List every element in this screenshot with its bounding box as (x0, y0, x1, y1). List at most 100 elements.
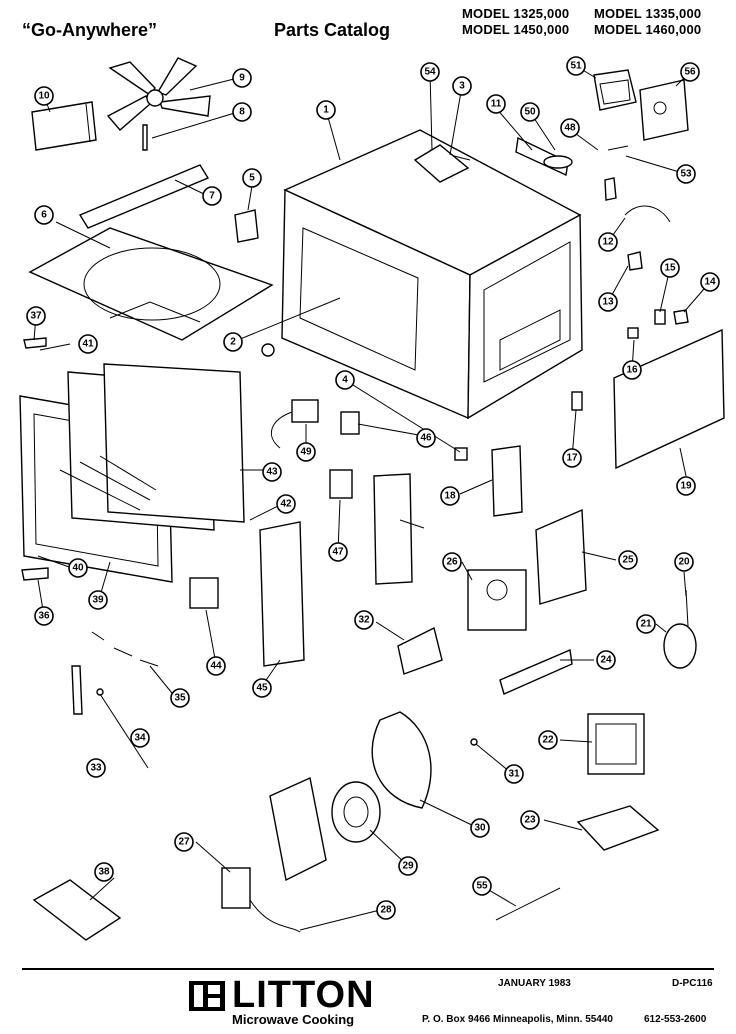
callout-29: 29 (398, 856, 418, 876)
hv-transformer-drawing (587, 713, 645, 775)
hinge-pin-drawing (21, 567, 49, 581)
interlock-switch-drawing (491, 445, 523, 517)
latch-parts-drawing (91, 631, 159, 667)
svg-text:4: 4 (342, 375, 348, 386)
svg-text:24: 24 (600, 655, 612, 666)
grommet-drawing (627, 327, 639, 339)
callout-36: 36 (34, 606, 54, 626)
svg-text:39: 39 (92, 595, 104, 606)
fuse-drawing (604, 177, 617, 201)
callout-45: 45 (252, 678, 272, 698)
svg-text:36: 36 (38, 611, 50, 622)
svg-text:15: 15 (664, 263, 676, 274)
callout-7: 7 (202, 186, 222, 206)
callout-14: 14 (700, 272, 720, 292)
svg-text:44: 44 (210, 661, 222, 672)
svg-text:8: 8 (239, 107, 245, 118)
callout-34: 34 (130, 728, 150, 748)
callout-6: 6 (34, 205, 54, 225)
fan-bracket-drawing (78, 164, 210, 229)
svg-text:21: 21 (640, 619, 652, 630)
spring-drawing (96, 688, 104, 696)
svg-text:29: 29 (402, 861, 414, 872)
svg-text:56: 56 (684, 67, 696, 78)
model-number: MODEL 1335,000 (594, 6, 702, 21)
model-number: MODEL 1460,000 (594, 22, 702, 37)
svg-text:9: 9 (239, 73, 245, 84)
svg-text:18: 18 (444, 491, 456, 502)
svg-text:50: 50 (524, 107, 536, 118)
svg-text:3: 3 (459, 81, 465, 92)
callout-40: 40 (68, 558, 88, 578)
page-title: Parts Catalog (274, 20, 391, 40)
company-phone: 612-553-2600 (644, 1014, 707, 1025)
svg-text:41: 41 (82, 339, 94, 350)
callout-23: 23 (520, 810, 540, 830)
svg-text:40: 40 (72, 563, 84, 574)
callout-8: 8 (232, 102, 252, 122)
svg-text:19: 19 (680, 481, 692, 492)
callout-25: 25 (618, 550, 638, 570)
shield-plate-drawing (397, 626, 443, 675)
switch-drawing (571, 391, 583, 411)
svg-text:48: 48 (564, 123, 576, 134)
svg-text:38: 38 (98, 867, 110, 878)
callout-44: 44 (206, 656, 226, 676)
svg-text:26: 26 (446, 557, 458, 568)
base-plate-drawing (576, 805, 660, 851)
control-panel-drawing (259, 521, 305, 667)
control-board-drawing (373, 473, 413, 585)
callout-33: 33 (86, 758, 106, 778)
svg-text:13: 13 (602, 297, 614, 308)
callout-55: 55 (472, 876, 492, 896)
door-latch-drawing (71, 665, 83, 715)
brand-tagline: Microwave Cooking (232, 1012, 355, 1027)
callout-20: 20 (674, 552, 694, 572)
svg-text:42: 42 (280, 499, 292, 510)
callout-56: 56 (680, 62, 700, 82)
svg-text:34: 34 (134, 733, 146, 744)
callout-46: 46 (416, 428, 436, 448)
callout-50: 50 (520, 102, 540, 122)
callout-21: 21 (636, 614, 656, 634)
callout-13: 13 (598, 292, 618, 312)
callout-28: 28 (376, 900, 396, 920)
callout-54: 54 (420, 62, 440, 82)
svg-text:47: 47 (332, 547, 344, 558)
svg-text:10: 10 (38, 91, 50, 102)
svg-text:46: 46 (420, 433, 432, 444)
svg-text:7: 7 (209, 191, 215, 202)
svg-text:16: 16 (626, 365, 638, 376)
company-address: P. O. Box 9466 Minneapolis, Minn. 55440 (422, 1014, 613, 1025)
callout-18: 18 (440, 486, 460, 506)
callout-2: 2 (223, 332, 243, 352)
svg-text:49: 49 (300, 447, 312, 458)
bottom-plate-drawing (28, 227, 274, 341)
callout-42: 42 (276, 494, 296, 514)
magnetron-drawing (467, 569, 527, 631)
litton-logo-icon (189, 981, 225, 1011)
callout-1: 1 (316, 100, 336, 120)
touch-pad-drawing (189, 577, 219, 609)
support-bracket-drawing (499, 648, 573, 695)
svg-text:43: 43 (266, 467, 278, 478)
footer-rule (22, 968, 714, 970)
document-code: D-PC116 (672, 978, 713, 989)
capacitor-drawing (543, 155, 573, 169)
callout-9: 9 (232, 68, 252, 88)
callout-19: 19 (676, 476, 696, 496)
callout-22: 22 (538, 730, 558, 750)
shaft-drawing (142, 124, 148, 151)
lamp-wire-drawing (624, 205, 671, 223)
catalog-date: JANUARY 1983 (498, 978, 571, 989)
small-bracket-drawing (234, 209, 259, 243)
svg-text:53: 53 (680, 169, 692, 180)
callout-51: 51 (566, 56, 586, 76)
svg-text:11: 11 (491, 99, 502, 110)
door-stop-drawing (23, 337, 47, 349)
callout-32: 32 (354, 610, 374, 630)
callout-17: 17 (562, 448, 582, 468)
callout-4: 4 (335, 370, 355, 390)
callout-49: 49 (296, 442, 316, 462)
svg-text:54: 54 (424, 67, 436, 78)
